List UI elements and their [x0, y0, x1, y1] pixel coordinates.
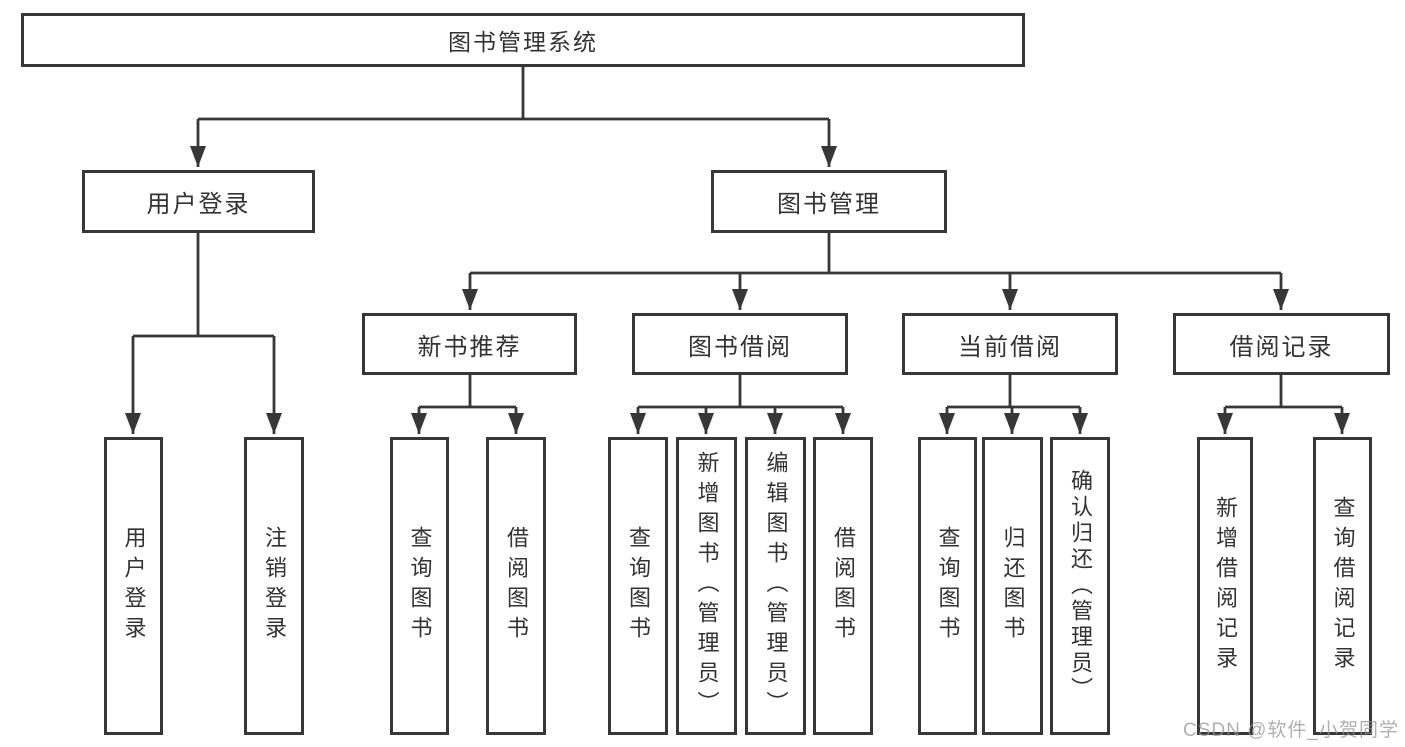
leaf-borrow-book: 借阅图书 [813, 437, 873, 735]
leaf-user-login: 用户登录 [104, 437, 163, 735]
node-book-management-label: 图书管理 [777, 191, 881, 218]
leaf-add-book-admin-label: 新增图书（管理员） [694, 451, 720, 721]
leaf-borrow-book-label: 借阅图书 [831, 526, 856, 646]
node-book-borrow: 图书借阅 [632, 313, 848, 375]
csdn-watermark: CSDN @软件_小贺同学 [1183, 720, 1399, 741]
leaf-edit-book-admin-label: 编辑图书（管理员） [763, 451, 789, 721]
leaf-query-book-current-label: 查询图书 [935, 526, 961, 646]
leaf-query-borrow-record: 查询借阅记录 [1313, 437, 1372, 735]
node-book-management: 图书管理 [711, 170, 947, 233]
leaf-edit-book-admin: 编辑图书（管理员） [745, 437, 806, 735]
leaf-confirm-return-admin: 确认归还（管理员） [1050, 437, 1110, 735]
leaf-borrow-book-recommend-label: 借阅图书 [504, 526, 529, 646]
leaf-query-book-recommend: 查询图书 [390, 437, 449, 735]
leaf-logout-label: 注销登录 [262, 526, 287, 646]
leaf-add-book-admin: 新增图书（管理员） [676, 437, 737, 735]
node-borrow-records-label: 借阅记录 [1229, 333, 1334, 361]
node-book-borrow-label: 图书借阅 [688, 333, 792, 361]
leaf-query-book-current: 查询图书 [918, 437, 977, 735]
leaf-return-book-label: 归还图书 [1000, 526, 1026, 646]
node-user-login: 用户登录 [82, 170, 315, 233]
node-borrow-records: 借阅记录 [1173, 313, 1390, 375]
leaf-query-book-borrow-label: 查询图书 [626, 526, 651, 646]
leaf-query-borrow-record-label: 查询借阅记录 [1330, 496, 1356, 676]
leaf-user-login-label: 用户登录 [121, 526, 147, 646]
node-current-borrow: 当前借阅 [902, 313, 1118, 375]
leaf-return-book: 归还图书 [982, 437, 1043, 735]
leaf-add-borrow-record: 新增借阅记录 [1197, 437, 1253, 735]
leaf-query-book-borrow: 查询图书 [608, 437, 668, 735]
node-new-book-recommend-label: 新书推荐 [417, 333, 522, 361]
leaf-confirm-return-admin-label: 确认归还（管理员） [1068, 469, 1093, 703]
leaf-add-borrow-record-label: 新增借阅记录 [1213, 496, 1238, 676]
leaf-query-book-recommend-label: 查询图书 [407, 526, 433, 646]
node-current-borrow-label: 当前借阅 [958, 333, 1062, 361]
node-root-label: 图书管理系统 [448, 29, 598, 55]
node-root: 图书管理系统 [21, 13, 1025, 67]
node-user-login-label: 用户登录 [146, 191, 251, 218]
node-new-book-recommend: 新书推荐 [362, 313, 577, 375]
leaf-logout: 注销登录 [244, 437, 304, 735]
leaf-borrow-book-recommend: 借阅图书 [486, 437, 546, 735]
